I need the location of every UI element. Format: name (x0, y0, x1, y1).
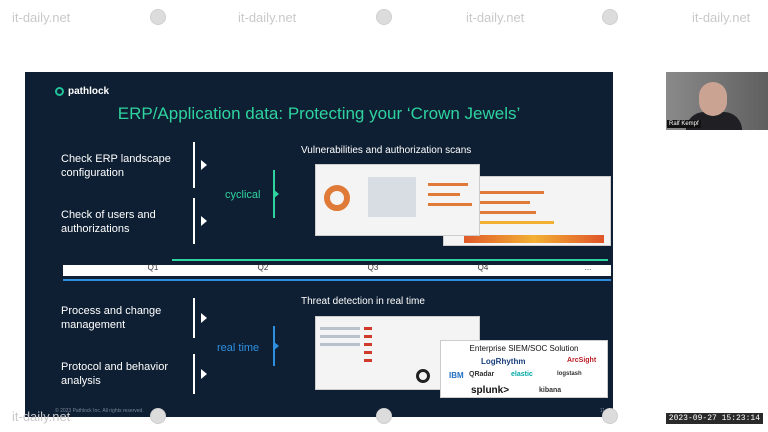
tick-q1: Q1 (147, 263, 159, 272)
watermark-text: it-daily.net (238, 10, 297, 25)
cyclical-timeline-bar (172, 259, 608, 261)
vuln-section-title: Vulnerabilities and authorization scans (301, 145, 472, 156)
bracket-arrow-icon (201, 160, 207, 170)
label-erp-config: Check ERP landscape configuration (61, 153, 171, 179)
logrhythm-logo: LogRhythm (481, 357, 526, 366)
real-time-label: real time (217, 342, 260, 354)
watermark-text: it-daily.net (466, 10, 525, 25)
donut-chart-icon (324, 185, 350, 211)
watermark-text: it-daily.net (12, 10, 71, 25)
watermark-logo-icon (376, 9, 392, 25)
video-timestamp: 2023-09-27 15:23:14 (665, 413, 763, 424)
slide-footer: © 2023 Pathlock Inc. All rights reserved… (55, 408, 144, 414)
qradar-logo: QRadar (469, 371, 495, 378)
real-time-arrow-icon (273, 341, 279, 351)
pathlock-logo-icon (55, 87, 64, 96)
tick-q3: Q3 (367, 263, 379, 272)
ibm-logo: IBM (449, 371, 464, 380)
threat-section-title: Threat detection in real time (301, 296, 425, 307)
watermark-logo-icon (376, 408, 392, 424)
watermark-logo-icon (602, 408, 618, 424)
bracket (193, 298, 207, 338)
bracket-arrow-icon (201, 369, 207, 379)
bar (428, 203, 472, 206)
webcam-feed: Ralf Kempf (666, 72, 768, 130)
alert-marker (364, 359, 372, 362)
logo-text: pathlock (68, 86, 110, 97)
alert-marker (364, 343, 372, 346)
speaker-name: Ralf Kempf (667, 120, 701, 128)
slide-title: ERP/Application data: Protecting your ‘C… (117, 104, 521, 123)
pathlock-logo: pathlock (55, 86, 109, 97)
realtime-timeline-bar (63, 279, 611, 281)
alert-marker (364, 335, 372, 338)
watermark-text: it-daily.net (12, 409, 71, 424)
gauge-icon (416, 369, 430, 383)
elastic-logo: elastic (511, 371, 533, 378)
label-protocol-behavior: Protocol and behavior analysis (61, 361, 169, 387)
speaker-head (699, 82, 727, 116)
row (320, 335, 360, 338)
tick-more: ... (584, 263, 592, 272)
cyclical-label: cyclical (225, 189, 261, 201)
watermark-text: it-daily.net (692, 10, 751, 25)
siem-solutions-box: Enterprise SIEM/SOC Solution LogRhythm A… (440, 340, 608, 398)
watermark-logo-icon (150, 9, 166, 25)
logstash-logo: logstash (557, 371, 582, 377)
tick-q4: Q4 (477, 263, 489, 272)
cyclical-arrow-icon (273, 189, 279, 199)
bar (428, 193, 460, 196)
bar (474, 191, 544, 194)
kibana-logo: kibana (539, 387, 562, 394)
arcsight-logo: ArcSight (567, 357, 597, 364)
bar (474, 221, 554, 224)
presentation-slide: pathlock ERP/Application data: Protectin… (25, 72, 613, 417)
bracket-arrow-icon (201, 313, 207, 323)
splunk-logo: splunk> (471, 385, 510, 396)
real-time-arrow (273, 326, 279, 366)
watermark-logo-icon (150, 408, 166, 424)
bar (474, 211, 536, 214)
map-icon (368, 177, 416, 217)
bracket (193, 198, 207, 244)
bracket-arrow-icon (201, 216, 207, 226)
watermark-logo-icon (602, 9, 618, 25)
timeline: Q1 Q2 Q3 Q4 ... (63, 263, 611, 276)
heatmap-strip (464, 235, 604, 243)
alert-marker (364, 351, 372, 354)
alert-marker (364, 327, 372, 330)
tick-q2: Q2 (257, 263, 269, 272)
cyclical-arrow (273, 170, 279, 218)
dashboard-screenshot (315, 164, 480, 236)
siem-title: Enterprise SIEM/SOC Solution (469, 344, 579, 353)
bracket (193, 354, 207, 394)
label-users-auth: Check of users and authorizations (61, 209, 156, 235)
bracket (193, 142, 207, 188)
row (320, 327, 360, 330)
bar (474, 201, 530, 204)
bar (428, 183, 468, 186)
row (320, 343, 360, 346)
label-process-change: Process and change management (61, 305, 162, 331)
